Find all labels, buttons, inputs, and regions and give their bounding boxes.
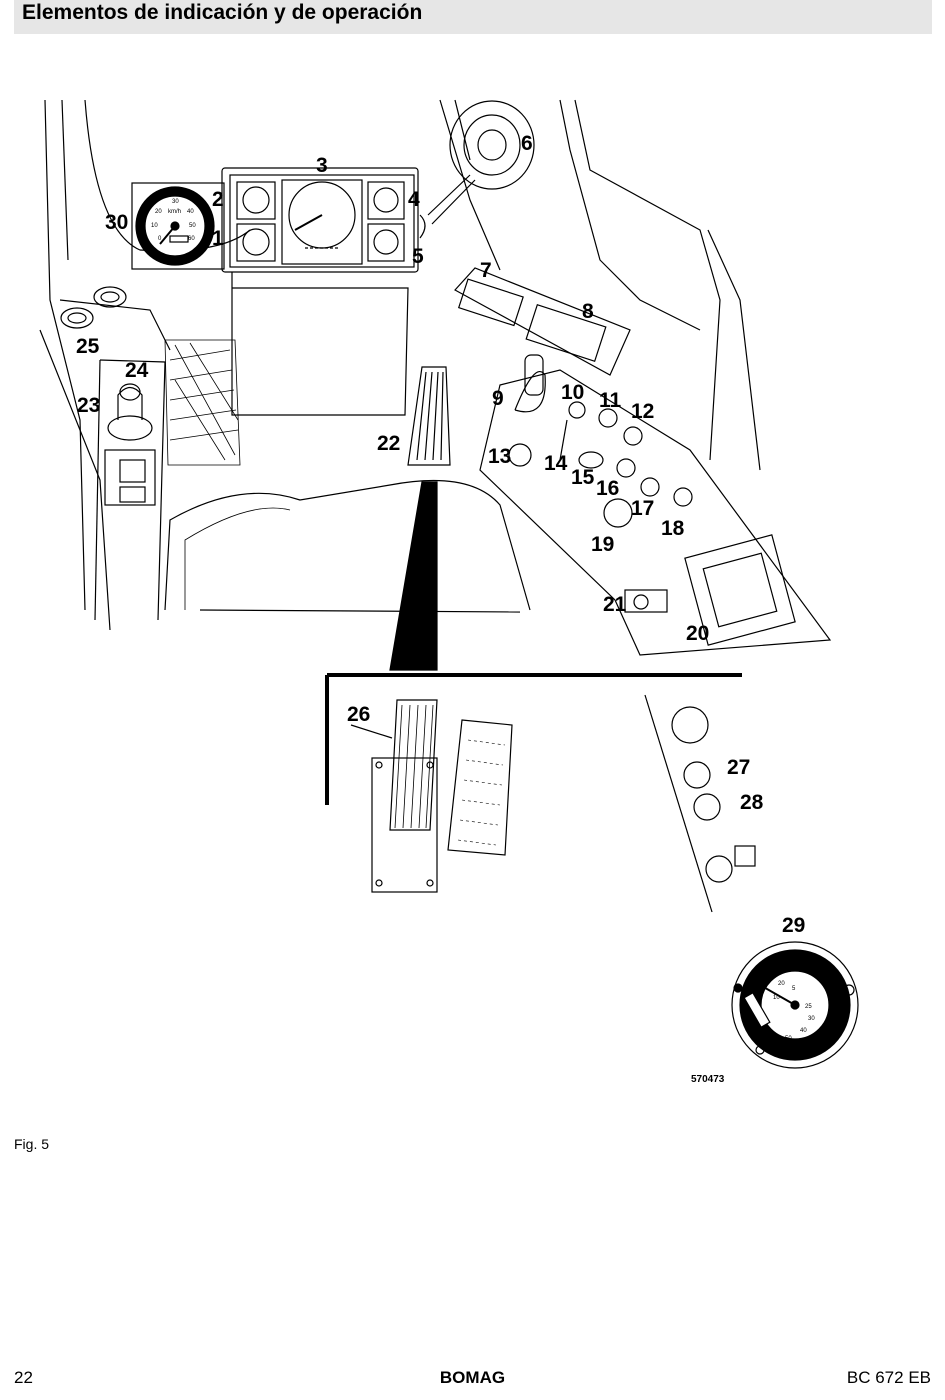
footer-brand: BOMAG <box>439 1368 506 1387</box>
callout-1: 1 <box>212 227 224 250</box>
svg-text:25: 25 <box>805 1004 812 1010</box>
svg-text:20: 20 <box>778 981 785 987</box>
svg-text:60: 60 <box>188 236 195 242</box>
callout-30: 30 <box>105 211 128 234</box>
callout-22: 22 <box>377 432 400 455</box>
svg-text:5: 5 <box>792 986 796 992</box>
callout-27: 27 <box>727 756 750 779</box>
operator-cab-figure: km/h 20 30 40 50 60 10 0 <box>39 99 859 1085</box>
instrument-panel <box>221 167 419 273</box>
callout-labels: 1 2 3 4 5 6 7 8 9 10 11 12 13 14 15 16 1… <box>76 132 805 1085</box>
svg-text:60: 60 <box>770 1036 777 1042</box>
callout-18: 18 <box>661 517 685 540</box>
callout-23: 23 <box>77 394 100 417</box>
callout-10: 10 <box>561 381 584 404</box>
callout-28: 28 <box>740 791 764 814</box>
callout-7: 7 <box>480 259 492 282</box>
callout-25: 25 <box>76 335 100 358</box>
steering-column <box>231 272 409 416</box>
page-number: 22 <box>14 1368 33 1387</box>
svg-text:40: 40 <box>800 1028 807 1034</box>
header-bar <box>14 0 932 34</box>
right-console <box>454 267 832 656</box>
operator-seat <box>164 479 531 613</box>
floor-mat <box>164 339 241 466</box>
callout-14: 14 <box>544 452 568 475</box>
figure-caption: Fig. 5 <box>14 1136 50 1152</box>
svg-text:30: 30 <box>808 1016 815 1022</box>
callout-5: 5 <box>412 245 424 268</box>
accelerator-pedal <box>407 366 451 466</box>
callout-15: 15 <box>571 466 595 489</box>
callout-8: 8 <box>582 300 594 323</box>
svg-text:km/h: km/h <box>168 209 181 215</box>
callout-21: 21 <box>603 593 627 616</box>
callout-9: 9 <box>492 387 504 410</box>
figure-code: 570473 <box>691 1074 725 1085</box>
left-console <box>60 286 166 621</box>
svg-text:50: 50 <box>189 223 196 229</box>
callout-26: 26 <box>347 703 370 726</box>
hour-meter-detail <box>419 100 535 239</box>
svg-text:50: 50 <box>785 1036 792 1042</box>
footer-model: BC 672 EB <box>846 1368 931 1387</box>
page-title: Elementos de indicación y de operación <box>22 1 423 24</box>
callout-11: 11 <box>599 389 622 412</box>
detail-pointer <box>325 481 742 805</box>
callout-4: 4 <box>408 188 420 211</box>
svg-text:20: 20 <box>155 209 162 215</box>
callout-17: 17 <box>631 497 654 520</box>
switch-panel-detail <box>644 694 756 913</box>
callout-16: 16 <box>596 477 619 500</box>
svg-text:30: 30 <box>172 199 179 205</box>
callout-24: 24 <box>125 359 149 382</box>
callout-19: 19 <box>591 533 614 556</box>
svg-text:40: 40 <box>187 209 194 215</box>
callout-20: 20 <box>686 622 709 645</box>
callout-12: 12 <box>631 400 654 423</box>
callout-29: 29 <box>782 914 805 937</box>
svg-text:10: 10 <box>151 223 158 229</box>
speedometer-detail: 20 10 5 25 30 40 50 60 <box>731 941 859 1069</box>
pedal-detail <box>350 699 513 893</box>
callout-3: 3 <box>316 154 328 177</box>
cab-frame <box>39 99 761 631</box>
tachograph-gauge: km/h 20 30 40 50 60 10 0 <box>131 182 225 270</box>
callout-2: 2 <box>212 188 224 211</box>
callout-13: 13 <box>488 445 511 468</box>
svg-text:10: 10 <box>773 995 780 1001</box>
callout-6: 6 <box>521 132 533 155</box>
svg-text:0: 0 <box>158 236 162 242</box>
